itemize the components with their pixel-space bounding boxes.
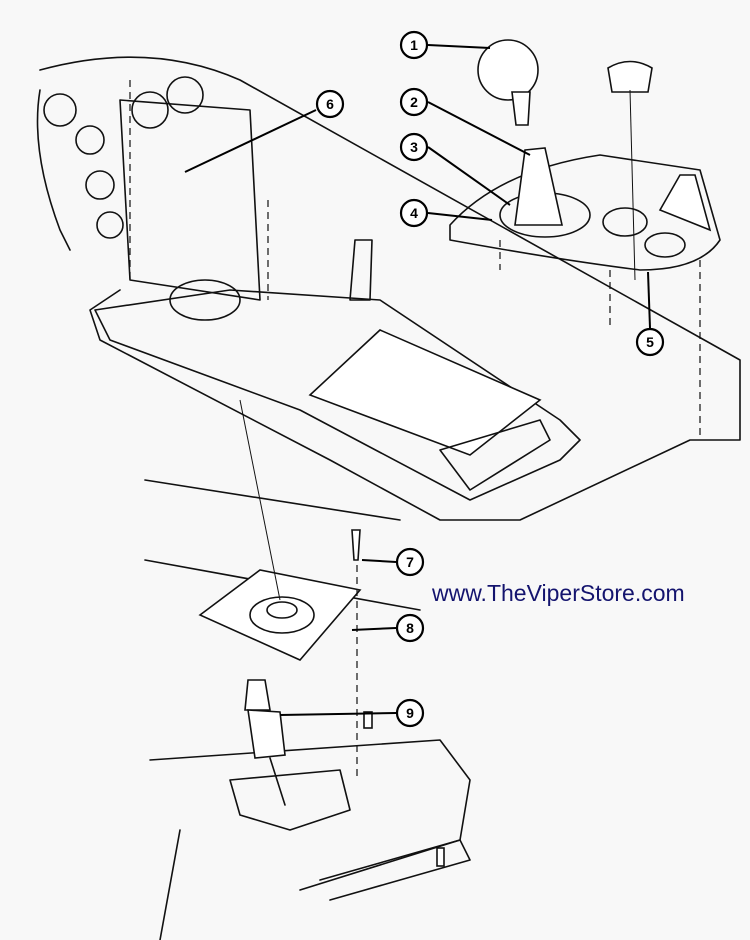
- shift-knob-assembly: [477, 39, 653, 281]
- callout-number: 2: [410, 94, 418, 110]
- callout-number: 5: [646, 334, 654, 350]
- callout-leaders: [184, 44, 651, 716]
- callout-1: 1: [399, 30, 429, 60]
- callout-6: 6: [315, 89, 345, 119]
- callout-number: 1: [410, 37, 418, 53]
- callout-9: 9: [395, 698, 425, 728]
- callout-5: 5: [635, 327, 665, 357]
- callout-number: 8: [406, 620, 414, 636]
- shifter-bezel: [449, 154, 721, 440]
- callout-number: 6: [326, 96, 334, 112]
- lower-shifter-assembly: [144, 399, 471, 940]
- callout-4: 4: [399, 198, 429, 228]
- callout-number: 9: [406, 705, 414, 721]
- callout-3: 3: [399, 132, 429, 162]
- callout-2: 2: [399, 87, 429, 117]
- callout-number: 3: [410, 139, 418, 155]
- instrument-panel: [36, 56, 741, 521]
- callout-number: 7: [406, 554, 414, 570]
- callout-7: 7: [395, 547, 425, 577]
- website-label: www.TheViperStore.com: [432, 580, 685, 606]
- center-console: [94, 239, 581, 501]
- callout-number: 4: [410, 205, 418, 221]
- callout-8: 8: [395, 613, 425, 643]
